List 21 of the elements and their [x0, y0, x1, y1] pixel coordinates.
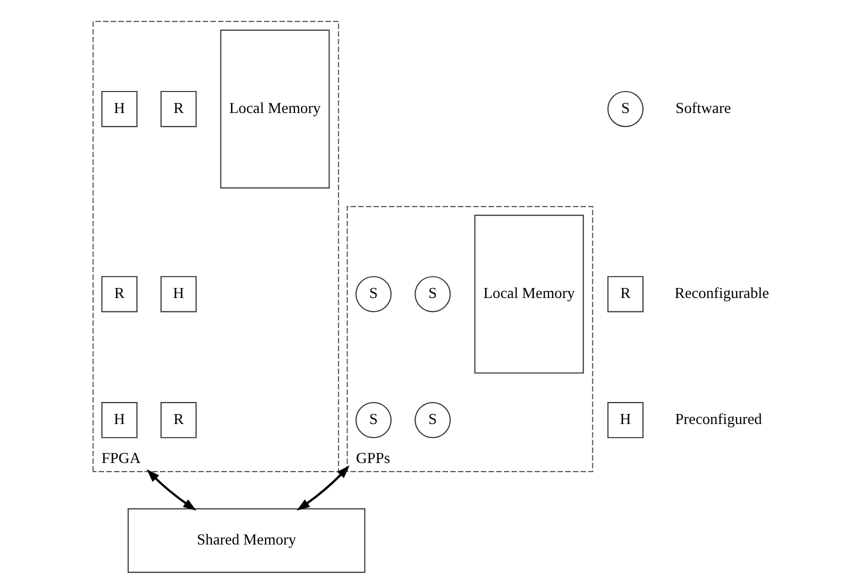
- node-circle: S: [606, 90, 644, 128]
- node-box: H: [606, 402, 644, 438]
- node-label: Reconfigurable: [674, 285, 769, 302]
- node-circle: S: [354, 276, 392, 312]
- node-box: Local Memory: [474, 214, 584, 374]
- node-circle: S: [414, 402, 450, 438]
- node-label: Software: [675, 100, 730, 118]
- node-circle: S: [414, 276, 450, 312]
- node-box: R: [606, 276, 644, 312]
- node-box: R: [160, 90, 196, 128]
- node-box: Shared Memory: [127, 508, 365, 573]
- node-box: H: [100, 90, 137, 128]
- node-box: R: [160, 402, 196, 438]
- node-box: Local Memory: [220, 30, 330, 188]
- arrow: [296, 465, 350, 511]
- node-box: H: [100, 402, 137, 438]
- node-label: Preconfigured: [674, 411, 762, 428]
- arrow: [146, 469, 196, 511]
- node-box: R: [100, 276, 137, 312]
- node-circle: S: [354, 402, 392, 438]
- node-box: H: [160, 276, 196, 312]
